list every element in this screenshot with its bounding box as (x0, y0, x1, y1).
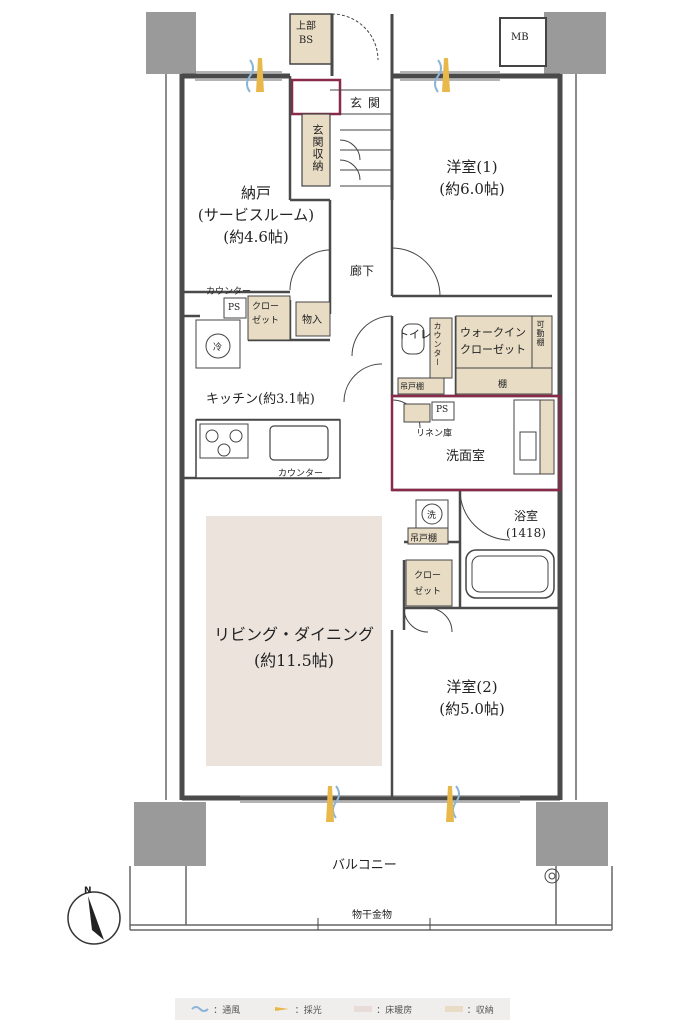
hanging-shelf-label: 吊戸棚 (400, 382, 424, 391)
western-room-1-label: 洋室(1)(約6.0帖) (439, 158, 505, 198)
kitchen-counter-label: カウンター (278, 469, 324, 479)
entrance-label: 玄関 (350, 96, 387, 110)
ventilation-icon (191, 1006, 209, 1012)
washroom-ps-label: PS (436, 405, 449, 415)
kitchen-fixtures (195, 297, 341, 479)
balcony-label: バルコニー (332, 858, 397, 873)
daylight-icon (274, 1007, 289, 1011)
legend-floor-heating-label: ：床暖房 (376, 1005, 413, 1016)
movable-shelf-label: 可動棚 (536, 320, 545, 347)
door-swings (289, 247, 511, 633)
north-arrow (67, 891, 121, 945)
kitchen-ps-label: PS (228, 303, 241, 313)
washroom-label: 洗面室 (446, 449, 486, 464)
floor-heating-swatch (354, 1006, 373, 1012)
washroom-highlight (390, 394, 562, 492)
legend: ：通風 ：採光 ：床暖房 ：収納 (175, 998, 510, 1020)
wet-area-fixtures (401, 323, 555, 599)
north-label: N (84, 886, 92, 896)
kitchen-label: キッチン(約3.1帖) (206, 392, 315, 407)
drying-hardware-label: 物干金物 (352, 910, 392, 921)
entrance-area (289, 13, 394, 200)
toilet-counter-label: カウンター (433, 322, 442, 367)
legend-ventilation: ：通風 (191, 1003, 240, 1016)
bath-closet-label: クローゼット (414, 571, 442, 597)
legend-ventilation-label: ：通風 (213, 1005, 241, 1016)
ventilation-marks (246, 59, 460, 819)
corridor-label: 廊下 (350, 264, 375, 278)
legend-storage-label: ：収納 (466, 1005, 494, 1016)
fridge-label: 冷 (213, 343, 223, 353)
legend-daylight: ：採光 (273, 1003, 322, 1016)
western-room-2-label: 洋室(2)(約5.0帖) (439, 678, 505, 718)
mb-label: MB (511, 32, 529, 43)
shelf-label: 棚 (498, 380, 508, 390)
floor-heating-area (206, 516, 382, 766)
bath-label: 浴室(1418) (506, 509, 546, 540)
structural-columns (134, 12, 608, 866)
storage-swatch (444, 1006, 463, 1012)
windows (195, 71, 520, 803)
exterior-lines (129, 74, 613, 931)
walkin-closet-label: ウォークインクローゼット (460, 326, 526, 356)
legend-daylight-label: ：採光 (294, 1005, 322, 1016)
storage-label: 物入 (302, 315, 322, 326)
toilet-label: トイレ (398, 328, 431, 341)
entrance-storage-label: 玄関収納 (311, 124, 324, 172)
legend-storage: ：収納 (444, 1003, 494, 1016)
small-counter-label: カウンター (206, 287, 252, 297)
kitchen-closet-label: クローゼット (252, 302, 280, 326)
storage-areas (247, 295, 555, 607)
washer-label: 洗 (427, 511, 437, 521)
mb-box (499, 17, 547, 67)
storage-room-label: 納戸 (サービスルーム) (約4.6帖) (197, 184, 315, 246)
legend-floor-heating: ：床暖房 (354, 1003, 412, 1016)
linen-label: リネン庫 (416, 429, 453, 439)
daylight-marks (256, 58, 454, 822)
balcony-details (317, 868, 560, 930)
upper-shelf-label: 吊戸棚 (410, 534, 438, 544)
living-dining-label: リビング・ダイニング(約11.5帖) (213, 625, 374, 670)
